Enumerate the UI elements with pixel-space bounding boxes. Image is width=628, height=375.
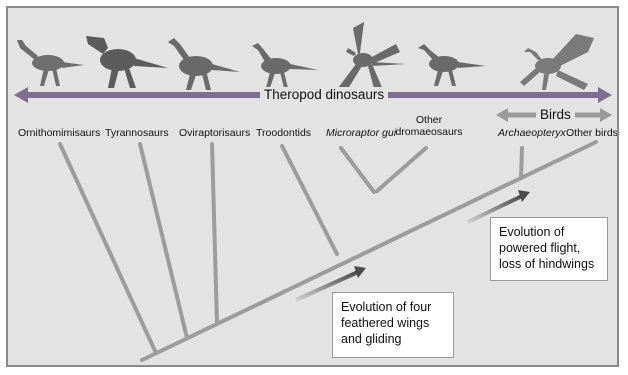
oviraptorisaur-silhouette — [168, 38, 240, 90]
cladogram-canvas — [8, 8, 619, 367]
taxon-tyrannosaurs: Tyrannosaurs — [105, 127, 169, 139]
microraptor-silhouette — [338, 22, 406, 96]
branch-ornithomimisaurs — [60, 144, 156, 353]
branch-tyrannosaurs — [140, 144, 187, 338]
birds-group-label: Birds — [536, 107, 575, 123]
taxon-other-dromaeosaurs: Other dromaeosaurs — [393, 114, 465, 138]
ornithomimisaur-silhouette — [17, 40, 84, 86]
four-wings-note-line-2: feathered wings — [341, 315, 445, 331]
archaeopteryx-silhouette — [520, 34, 594, 90]
branch-microraptor — [341, 148, 374, 192]
branch-archaeopteryx — [521, 148, 522, 178]
four-wings-note: Evolution of four feathered wings and gl… — [332, 292, 454, 358]
powered-flight-note-line-2: powered flight, — [499, 240, 599, 256]
troodontid-silhouette — [252, 43, 318, 88]
cladogram-figure: Theropod dinosaurs Birds Ornithomimisaur… — [6, 6, 619, 367]
four-wings-note-line-1: Evolution of four — [341, 299, 445, 315]
dromaeosaur-silhouette — [418, 44, 486, 86]
four-wings-note-line-3: and gliding — [341, 331, 445, 347]
theropod-group-label: Theropod dinosaurs — [260, 87, 388, 103]
taxon-microraptor-gui: Microraptor gui — [326, 127, 396, 139]
powered-flight-note: Evolution of powered flight, loss of hin… — [490, 217, 608, 281]
taxon-oviraptorisaurs: Oviraptorisaurs — [179, 127, 250, 139]
powered-flight-note-line-1: Evolution of — [499, 224, 599, 240]
tyrannosaur-silhouette — [86, 36, 168, 88]
taxon-troodontids: Troodontids — [256, 127, 311, 139]
taxon-other-dromaeosaurs-line-1: Other — [416, 114, 442, 126]
branch-oviraptorisaurs — [212, 144, 217, 323]
branch-other-dromaeosaurs — [377, 148, 426, 191]
taxon-ornithomimisaurs: Ornithomimisaurs — [18, 127, 100, 139]
taxon-archaeopteryx: Archaeopteryx — [498, 127, 566, 139]
powered-flight-note-line-3: loss of hindwings — [499, 256, 599, 272]
taxon-other-dromaeosaurs-line-2: dromaeosaurs — [395, 126, 462, 138]
taxon-other-birds: Other birds — [566, 127, 618, 139]
branch-troodontids — [282, 146, 337, 254]
